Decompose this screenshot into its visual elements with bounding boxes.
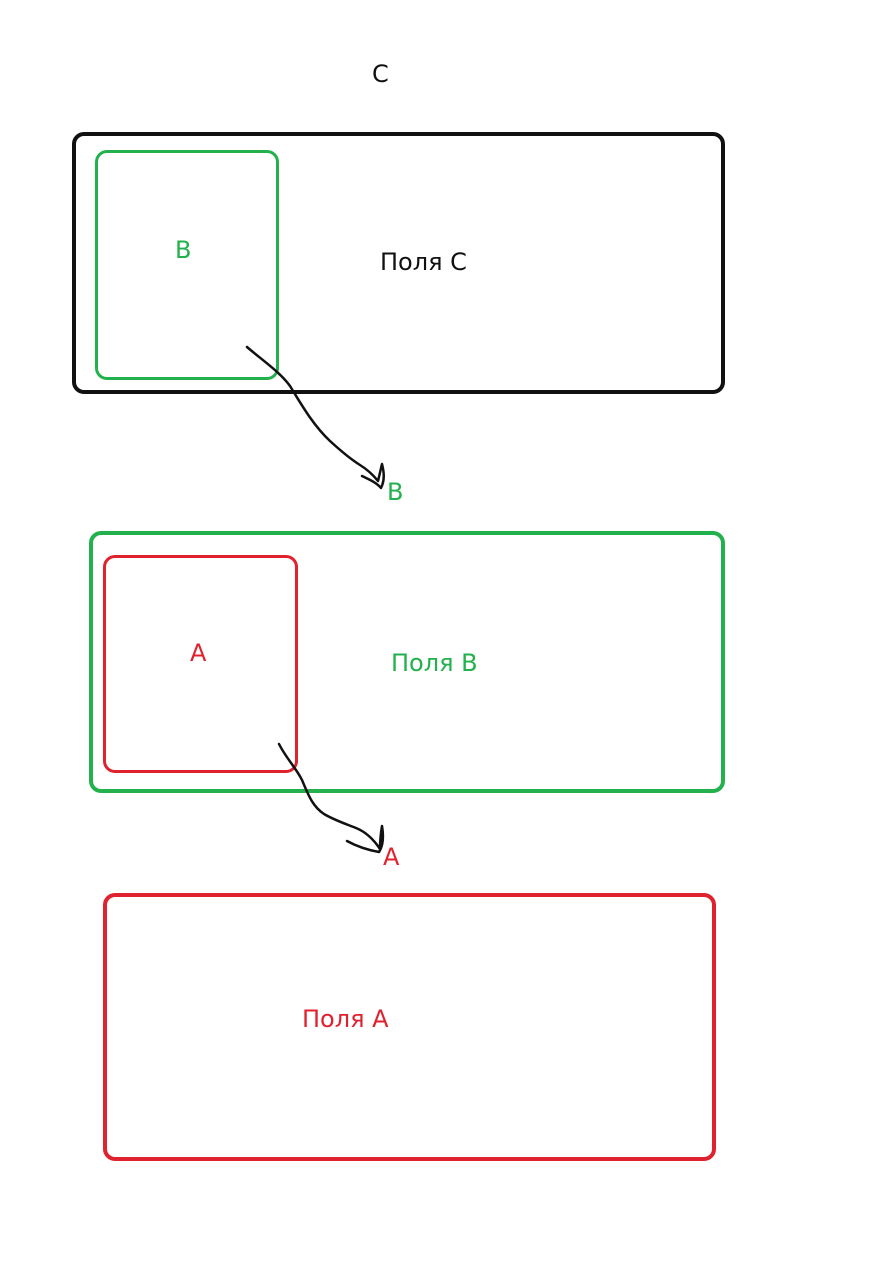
inner-a-box — [103, 555, 298, 773]
arrow-b-target-label: B — [387, 478, 404, 506]
title-c: C — [372, 60, 389, 88]
field-a-box — [103, 893, 716, 1161]
inner-b-box — [95, 150, 279, 380]
inner-a-label: A — [190, 639, 207, 667]
inner-b-label: B — [175, 236, 192, 264]
field-b-label: Поля B — [391, 649, 478, 677]
arrow-a-target-label: A — [383, 843, 400, 871]
field-a-label: Поля A — [302, 1005, 389, 1033]
field-c-box — [72, 132, 725, 394]
field-b-box — [89, 531, 725, 793]
field-c-label: Поля C — [380, 248, 467, 276]
